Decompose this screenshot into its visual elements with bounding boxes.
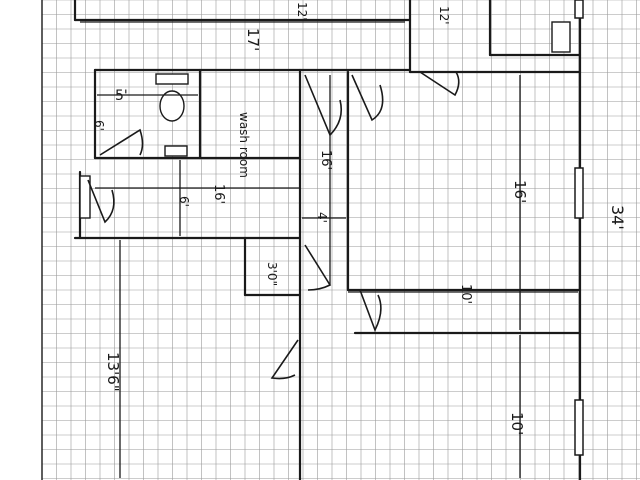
doors xyxy=(87,71,460,380)
label-wash-room: wash room xyxy=(237,112,251,178)
closet-shelf xyxy=(79,175,91,219)
door-swing-lower-room xyxy=(359,289,382,332)
windows xyxy=(574,0,584,456)
label-overall-length: 34' xyxy=(608,205,627,230)
label-corridor-gap: 4' xyxy=(315,212,329,223)
label-bath-width: 5' xyxy=(115,88,128,104)
door-swing-bath xyxy=(99,128,144,156)
dimension-lines xyxy=(80,21,578,478)
window-right-upper xyxy=(574,167,584,219)
label-left-room-length: 13'6" xyxy=(104,352,122,392)
door-swing-top-right xyxy=(419,71,460,97)
label-hall-width: 16' xyxy=(211,184,226,204)
label-top-small-a: 12' xyxy=(295,2,309,21)
label-mid-room-width: 10' xyxy=(458,284,473,304)
label-top-small-b: 12' xyxy=(437,6,451,25)
dimension-labels: 17' 12' 12' 5' 6' wash room 16' 16' 6' 4… xyxy=(92,2,627,435)
toilet-tank xyxy=(155,73,189,85)
window-top-right xyxy=(574,0,584,19)
label-lower-room-depth: 10' xyxy=(508,412,526,435)
bath-sink xyxy=(164,145,188,157)
door-swing-closet xyxy=(87,179,115,224)
label-closet-depth: 16' xyxy=(318,150,333,170)
fixtures xyxy=(79,21,571,219)
door-swing-washroom xyxy=(304,74,343,137)
label-top-width: 17' xyxy=(244,28,262,51)
label-bath-depth: 6' xyxy=(92,120,106,131)
walls xyxy=(41,0,582,480)
toilet-bowl xyxy=(159,90,185,122)
label-closet-width: 6' xyxy=(177,196,191,207)
right-fixture xyxy=(551,21,571,53)
door-swing-mid xyxy=(304,244,332,291)
door-swing-corridor xyxy=(351,74,384,122)
window-right-lower xyxy=(574,399,584,456)
label-door-opening: 3'0" xyxy=(265,262,279,286)
door-swing-left-room xyxy=(270,339,299,380)
label-right-room-depth: 16' xyxy=(511,180,529,203)
